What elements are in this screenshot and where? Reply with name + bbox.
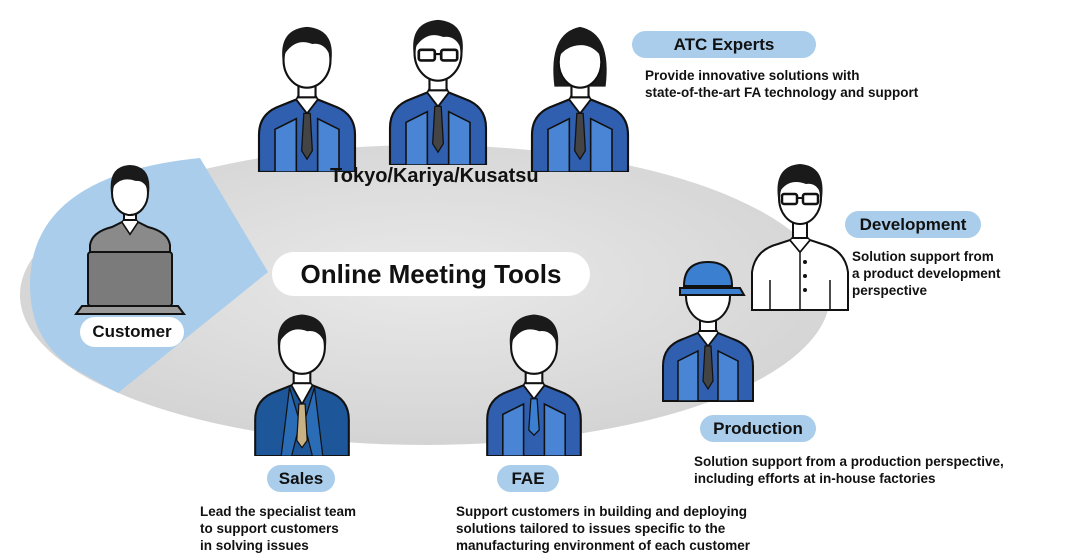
fae-description: Support customers in building and deploy… <box>456 503 750 554</box>
fae-desc-line-3: manufacturing environment of each custom… <box>456 538 751 553</box>
location-label: Tokyo/Kariya/Kusatsu <box>330 165 539 187</box>
sales-description: Lead the specialist team to support cust… <box>200 503 356 554</box>
atc-experts-description: Provide innovative solutions with state-… <box>645 67 918 101</box>
sales-desc-line-1: Lead the specialist team <box>200 504 357 519</box>
atc-expert-figure-3 <box>530 25 630 172</box>
development-desc-line-2: a product development <box>852 266 1001 281</box>
development-description: Solution support from a product developm… <box>852 248 1001 299</box>
atc-experts-title: ATC Experts <box>632 31 816 58</box>
customer-figure <box>74 165 186 315</box>
production-figure <box>661 260 755 402</box>
online-meeting-tools-label: Online Meeting Tools <box>272 252 590 296</box>
fae-title: FAE <box>497 465 559 492</box>
sales-desc-line-2: to support customers <box>200 521 339 536</box>
development-desc-line-3: perspective <box>852 283 928 298</box>
atc-expert-figure-1 <box>257 25 357 172</box>
atc-expert-figure-2 <box>390 20 486 165</box>
customer-label: Customer <box>80 317 184 347</box>
atc-experts-desc-line-2: state-of-the-art FA technology and suppo… <box>645 85 919 100</box>
development-title: Development <box>845 211 981 238</box>
development-desc-line-1: Solution support from <box>852 249 994 264</box>
production-desc-line-1: Solution support from a production persp… <box>694 454 1004 469</box>
fae-desc-line-2: solutions tailored to issues specific to… <box>456 521 726 536</box>
production-desc-line-2: including efforts at in-house factories <box>694 471 936 486</box>
fae-desc-line-1: Support customers in building and deploy… <box>456 504 748 519</box>
atc-experts-desc-line-1: Provide innovative solutions with <box>645 68 860 83</box>
production-title: Production <box>700 415 816 442</box>
sales-desc-line-3: in solving issues <box>200 538 309 553</box>
sales-title: Sales <box>267 465 335 492</box>
production-description: Solution support from a production persp… <box>694 453 1004 487</box>
development-figure <box>751 164 849 311</box>
